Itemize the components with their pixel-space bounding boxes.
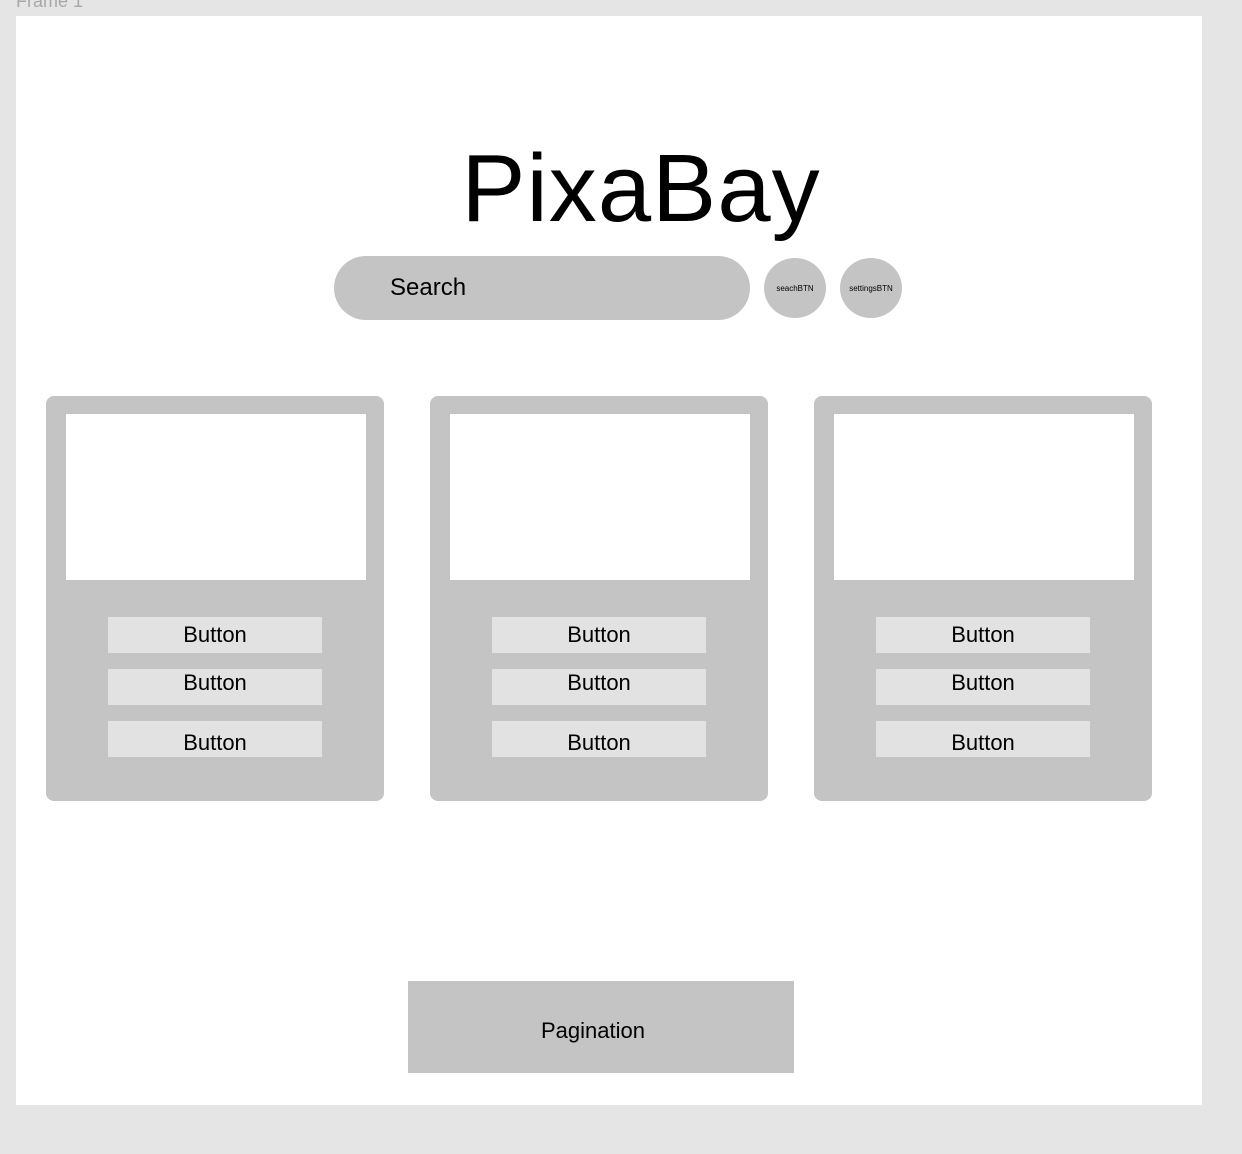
card-button[interactable]: Button xyxy=(876,669,1090,705)
card-button[interactable]: Button xyxy=(876,617,1090,653)
frame-label: Frame 1 xyxy=(16,0,84,11)
image-thumbnail[interactable] xyxy=(66,414,366,580)
card-button[interactable]: Button xyxy=(108,669,322,705)
card-button[interactable]: Button xyxy=(492,617,706,653)
image-card: Button Button Button xyxy=(814,396,1152,801)
search-input[interactable]: Search xyxy=(334,256,750,320)
image-card: Button Button Button xyxy=(46,396,384,801)
search-placeholder: Search xyxy=(390,274,467,301)
card-button[interactable]: Button xyxy=(108,617,322,653)
card-button[interactable]: Button xyxy=(108,721,322,757)
image-thumbnail[interactable] xyxy=(450,414,750,580)
search-button[interactable]: seachBTN xyxy=(764,258,826,318)
card-button[interactable]: Button xyxy=(876,721,1090,757)
card-button[interactable]: Button xyxy=(492,721,706,757)
image-card: Button Button Button xyxy=(430,396,768,801)
app-title: PixaBay xyxy=(461,135,821,242)
settings-button[interactable]: settingsBTN xyxy=(840,258,902,318)
image-thumbnail[interactable] xyxy=(834,414,1134,580)
pagination[interactable]: Pagination xyxy=(408,981,794,1073)
card-button[interactable]: Button xyxy=(492,669,706,705)
frame: PixaBay Search seachBTN settingsBTN Butt… xyxy=(16,16,1202,1105)
